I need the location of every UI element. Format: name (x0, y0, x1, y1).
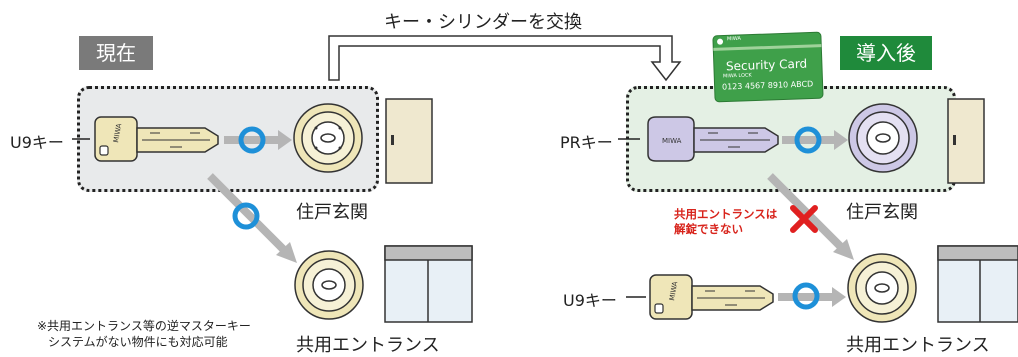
before-door-label: 住戸玄関 (296, 202, 368, 223)
after-door-label: 住戸玄関 (846, 202, 918, 223)
process-label: キー・シリンダーを交換 (384, 12, 582, 33)
footnote-line2: システムがない物件にも対応可能 (48, 335, 228, 349)
after-tag: 導入後 (840, 36, 932, 70)
cannot-unlock-line1: 共用エントランスは (674, 207, 778, 221)
before-tag: 現在 (79, 36, 153, 70)
svg-text:MIWA: MIWA (668, 281, 679, 302)
after-key-label: PRキー (560, 133, 613, 152)
svg-text:MIWA: MIWA (112, 123, 123, 144)
after-key2-label: U9キー (563, 291, 617, 310)
footnote-line1: ※共用エントランス等の逆マスターキー (37, 319, 251, 333)
after-entrance-label: 共用エントランス (846, 335, 990, 356)
cannot-unlock-line2: 解錠できない (674, 222, 743, 236)
svg-text:MIWA: MIWA (662, 137, 682, 145)
before-key-label: U9キー (10, 133, 64, 152)
before-entrance-label: 共用エントランス (296, 335, 440, 356)
